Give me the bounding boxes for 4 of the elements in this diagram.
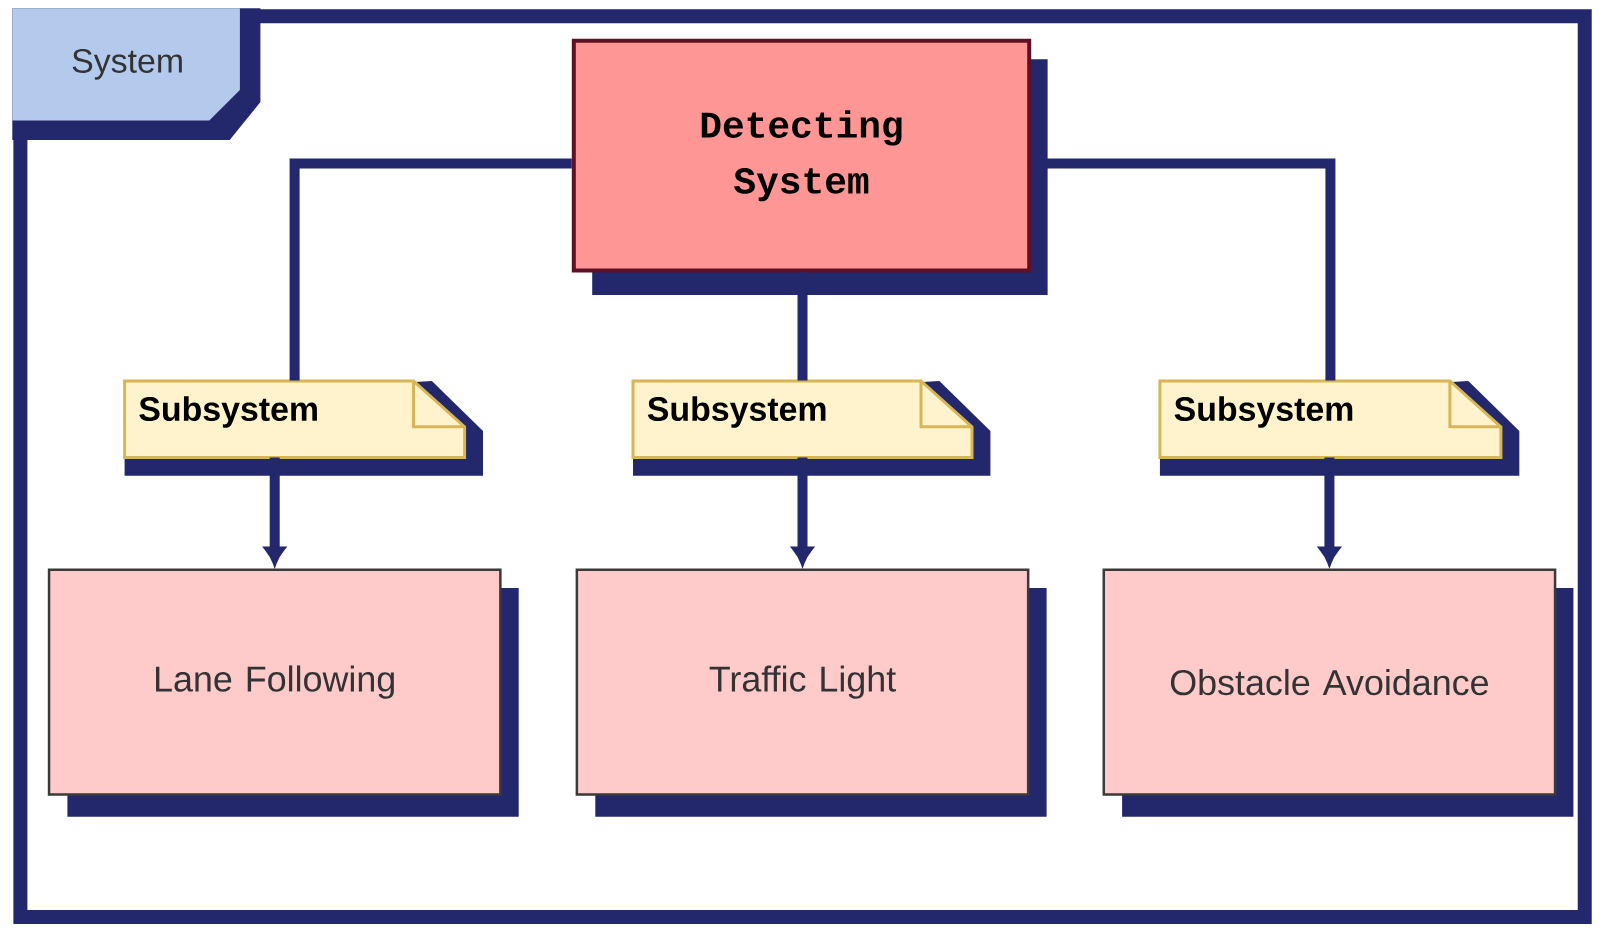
- system-box: Detecting System: [571, 38, 1048, 296]
- process-box: Traffic Light: [575, 568, 1047, 817]
- process-box: Obstacle Avoidance: [1102, 568, 1574, 817]
- process-box: Lane Following: [47, 568, 519, 817]
